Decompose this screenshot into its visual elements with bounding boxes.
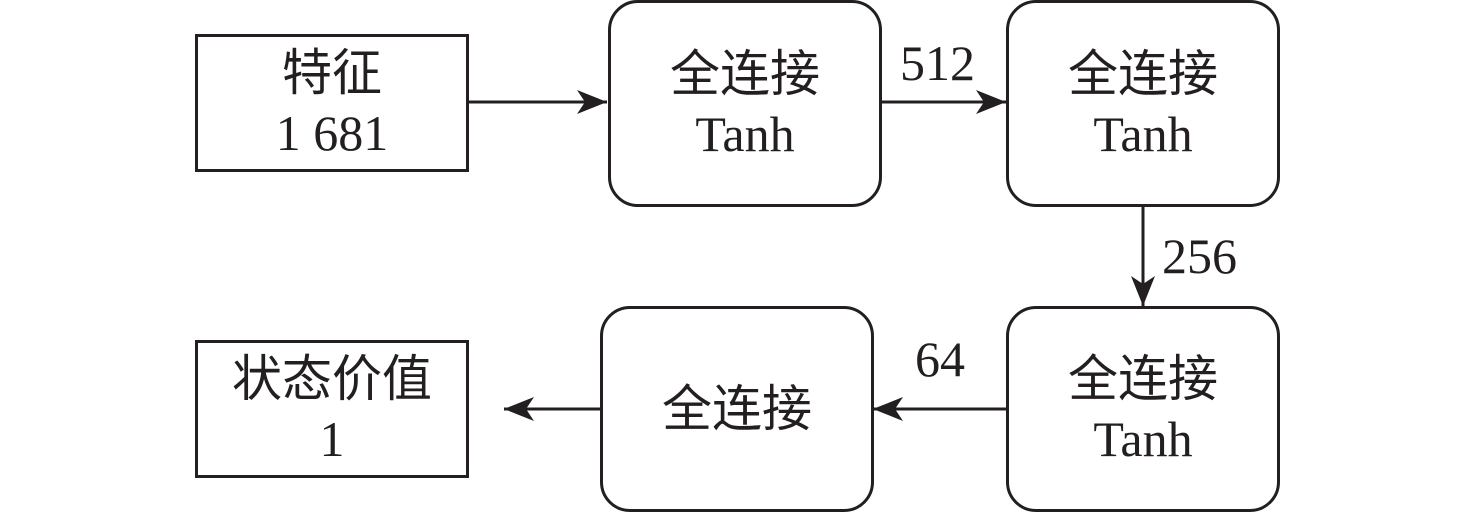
input-features-box: 特征 1 681 <box>195 34 469 172</box>
input-features-size: 1 681 <box>275 105 389 161</box>
fc-layer-3-box: 全连接 Tanh <box>1006 306 1280 512</box>
edge-label-64: 64 <box>915 331 965 387</box>
output-state-value-label: 状态价值 <box>232 350 432 408</box>
edge-label-512: 512 <box>900 35 975 91</box>
output-state-value-size: 1 <box>319 411 345 467</box>
edge-label-256: 256 <box>1162 228 1237 284</box>
fc-layer-1-label: 全连接 <box>670 44 820 103</box>
fc-layer-2-activation: Tanh <box>1093 105 1193 162</box>
fc-layer-4-box: 全连接 <box>600 306 874 512</box>
output-state-value-box: 状态价值 1 <box>195 340 469 478</box>
fc-layer-1-box: 全连接 Tanh <box>608 0 882 207</box>
fc-layer-4-label: 全连接 <box>662 380 812 438</box>
fc-layer-3-label: 全连接 <box>1068 350 1218 408</box>
fc-layer-2-label: 全连接 <box>1068 44 1218 103</box>
fc-layer-1-activation: Tanh <box>695 105 795 162</box>
input-features-label: 特征 <box>282 44 382 102</box>
fc-layer-3-activation: Tanh <box>1093 411 1193 467</box>
fc-layer-2-box: 全连接 Tanh <box>1006 0 1280 207</box>
